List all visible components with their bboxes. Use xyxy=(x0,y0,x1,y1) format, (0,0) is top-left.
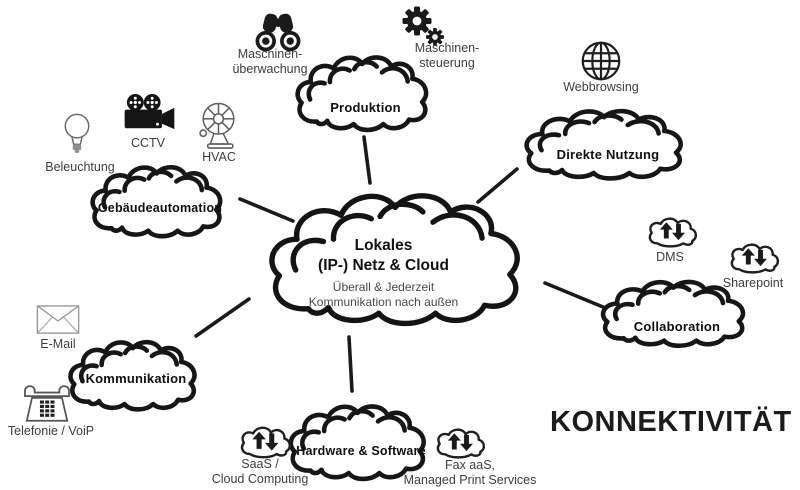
cloud-gebaeudeautomation: Gebäudeautomation xyxy=(88,163,232,243)
fan-icon xyxy=(199,102,235,149)
label-webbrowsing: Webbrowsing xyxy=(563,80,639,94)
central-subtitle-line1: Überall & Jederzeit xyxy=(332,280,435,294)
lightbulb-icon xyxy=(64,113,90,153)
cloud-direkte-nutzung: Direkte Nutzung xyxy=(521,107,695,185)
cloud-label-gebaeudeautomation: Gebäudeautomation xyxy=(97,201,223,215)
label-sharepoint: Sharepoint xyxy=(722,276,784,290)
label-telefonie: Telefonie / VoiP xyxy=(7,424,95,438)
cloud-sync-icon xyxy=(728,241,780,275)
label-maschinensteuerung: Maschinen- steuerung xyxy=(414,41,480,70)
label-dms: DMS xyxy=(656,250,684,264)
envelope-icon xyxy=(36,305,80,334)
label-maschinenueberwachung: Maschinen- überwachung xyxy=(232,47,308,76)
cloud-shape xyxy=(521,107,695,185)
label-faxaas: Fax aaS, Managed Print Services xyxy=(403,458,537,487)
cloud-kommunikation: Kommunikation xyxy=(66,338,206,416)
central-title-line1: Lokales xyxy=(354,237,413,254)
central-cloud: Lokales (IP-) Netz & Cloud Überall & Jed… xyxy=(263,188,540,336)
globe-icon xyxy=(581,41,621,81)
telephone-icon xyxy=(24,385,70,422)
cloud-sync-icon xyxy=(238,424,292,460)
binoculars-icon xyxy=(255,13,301,52)
central-cloud-text: Lokales (IP-) Netz & Cloud Überall & Jed… xyxy=(263,236,504,310)
gears-icon xyxy=(402,6,444,46)
cloud-hardware-software: Hardware & Software xyxy=(286,402,436,486)
cloud-collaboration: Collaboration xyxy=(598,278,756,352)
label-beleuchtung: Beleuchtung xyxy=(45,160,115,174)
cloud-label-direkte-nutzung: Direkte Nutzung xyxy=(556,147,660,162)
cloud-label-hardware-software: Hardware & Software xyxy=(296,444,426,458)
label-saas: SaaS / Cloud Computing xyxy=(211,457,309,486)
cloud-label-produktion: Produktion xyxy=(330,100,401,115)
cloud-produktion: Produktion xyxy=(293,53,438,137)
central-title-line2: (IP-) Netz & Cloud xyxy=(318,257,449,274)
label-cctv: CCTV xyxy=(130,136,166,150)
cloud-sync-icon xyxy=(434,426,486,460)
cloud-sync-icon xyxy=(646,215,698,249)
page-title: KONNEKTIVITÄT xyxy=(550,406,792,438)
cloud-label-kommunikation: Kommunikation xyxy=(85,371,187,386)
central-subtitle-line2: Kommunikation nach außen xyxy=(308,295,459,309)
label-hvac: HVAC xyxy=(202,150,236,164)
cloud-label-collaboration: Collaboration xyxy=(633,319,721,334)
video-camera-icon xyxy=(124,94,175,130)
label-email: E-Mail xyxy=(40,337,76,351)
